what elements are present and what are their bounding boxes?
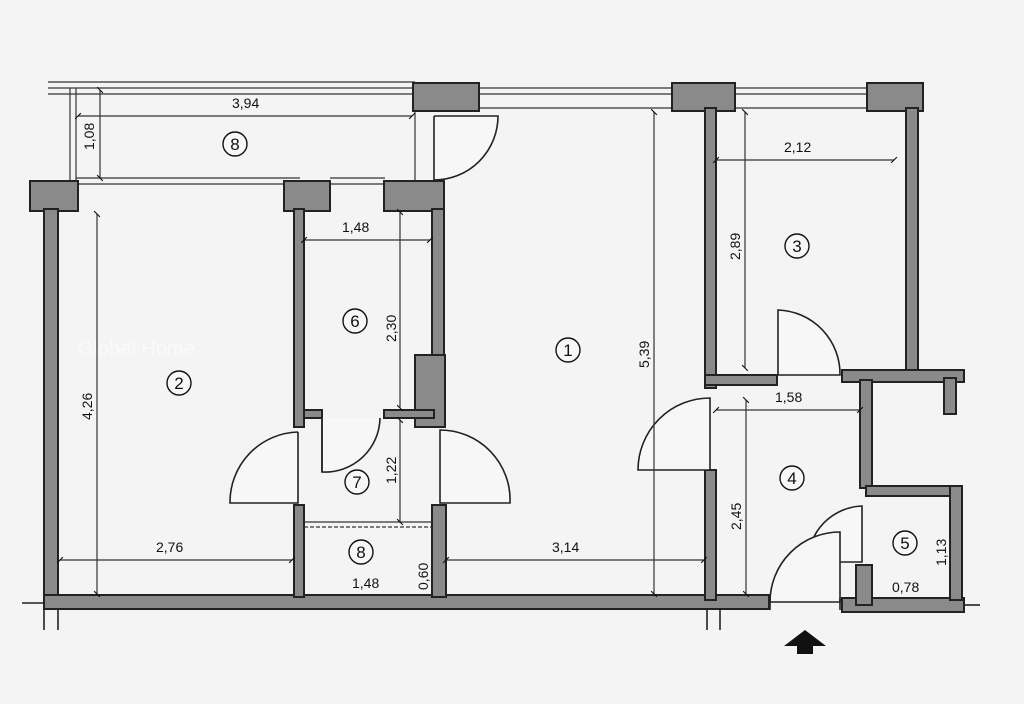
dim-room3-depth: 2,89: [727, 233, 743, 260]
dim-room5-width: 0,78: [892, 579, 919, 595]
dim-room4-width: 1,58: [775, 389, 802, 405]
room-8-balcony-label: 8: [222, 131, 248, 157]
room-2-label: 2: [166, 370, 192, 396]
svg-text:8: 8: [356, 543, 365, 562]
watermark: Global Home: [78, 338, 195, 360]
svg-text:4: 4: [787, 469, 796, 488]
dim-room8-depth: 0,60: [415, 563, 431, 590]
walls: [43, 107, 965, 613]
wall-stubs: [22, 602, 980, 630]
dim-room1-depth: 5,39: [636, 341, 652, 368]
room-labels: 1 2 3 4 5 6 7 8: [166, 131, 918, 565]
dim-room4-depth: 2,45: [728, 503, 744, 530]
svg-text:3: 3: [792, 237, 801, 256]
room-7-label: 7: [344, 469, 370, 495]
room-3-label: 3: [784, 233, 810, 259]
svg-text:1: 1: [563, 341, 572, 360]
dim-room6-depth: 2,30: [383, 315, 399, 342]
dim-room2-width: 2,76: [156, 539, 183, 555]
svg-text:2: 2: [174, 374, 183, 393]
room-1-label: 1: [555, 337, 581, 363]
dim-room8-width: 1,48: [352, 575, 379, 591]
dim-balcony-depth: 1,08: [81, 123, 97, 150]
dimension-labels: 3,94 1,08 2,12 2,89 1,48 2,30 4,26 2,76 …: [79, 95, 949, 595]
room-5-label: 5: [892, 530, 918, 556]
svg-text:7: 7: [352, 473, 361, 492]
dim-room6-width: 1,48: [342, 219, 369, 235]
dim-room7-depth: 1,22: [383, 457, 399, 484]
entrance-arrow-icon: [784, 630, 826, 654]
balcony-outline: [48, 81, 868, 185]
dim-room1-width: 3,14: [552, 539, 579, 555]
dim-room3-width: 2,12: [784, 139, 811, 155]
dim-room5-depth: 1,13: [933, 539, 949, 566]
svg-text:8: 8: [230, 135, 239, 154]
svg-text:6: 6: [350, 312, 359, 331]
svg-text:5: 5: [900, 534, 909, 553]
room-4-label: 4: [779, 465, 805, 491]
dim-balcony-width: 3,94: [232, 95, 259, 111]
wall-pillars: [29, 82, 924, 212]
room-6-label: 6: [342, 308, 368, 334]
room-8-storage-label: 8: [348, 539, 374, 565]
dim-room2-depth: 4,26: [79, 393, 95, 420]
dimension-lines: [56, 86, 898, 598]
